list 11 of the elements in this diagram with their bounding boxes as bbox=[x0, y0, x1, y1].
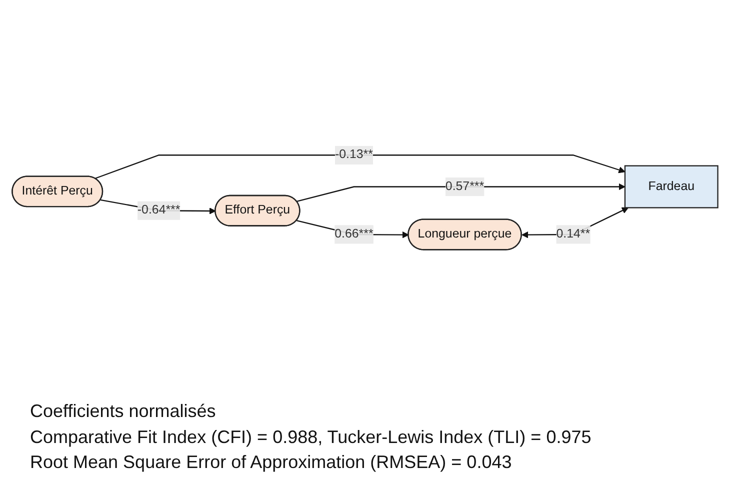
edge-label: 0.14** bbox=[556, 228, 590, 241]
edge-label: 0.66*** bbox=[334, 228, 374, 241]
edge-label: -0.13** bbox=[334, 148, 373, 162]
note-text: Coefficients normalisés bbox=[30, 400, 217, 424]
arrow bbox=[94, 154, 626, 180]
note-text: Comparative Fit Index (CFI) = 0.988, Tucker-Lewis Index (TLI) = 0.975 bbox=[30, 426, 592, 449]
edge-label: 0.57*** bbox=[445, 180, 484, 193]
edge-label: -0.64*** bbox=[137, 204, 180, 217]
arrow bbox=[296, 183, 626, 202]
node-box: Fardeau bbox=[624, 165, 718, 208]
note-text: Root Mean Square Error of Approximation (RMSEA) = 0.043 bbox=[30, 450, 513, 474]
